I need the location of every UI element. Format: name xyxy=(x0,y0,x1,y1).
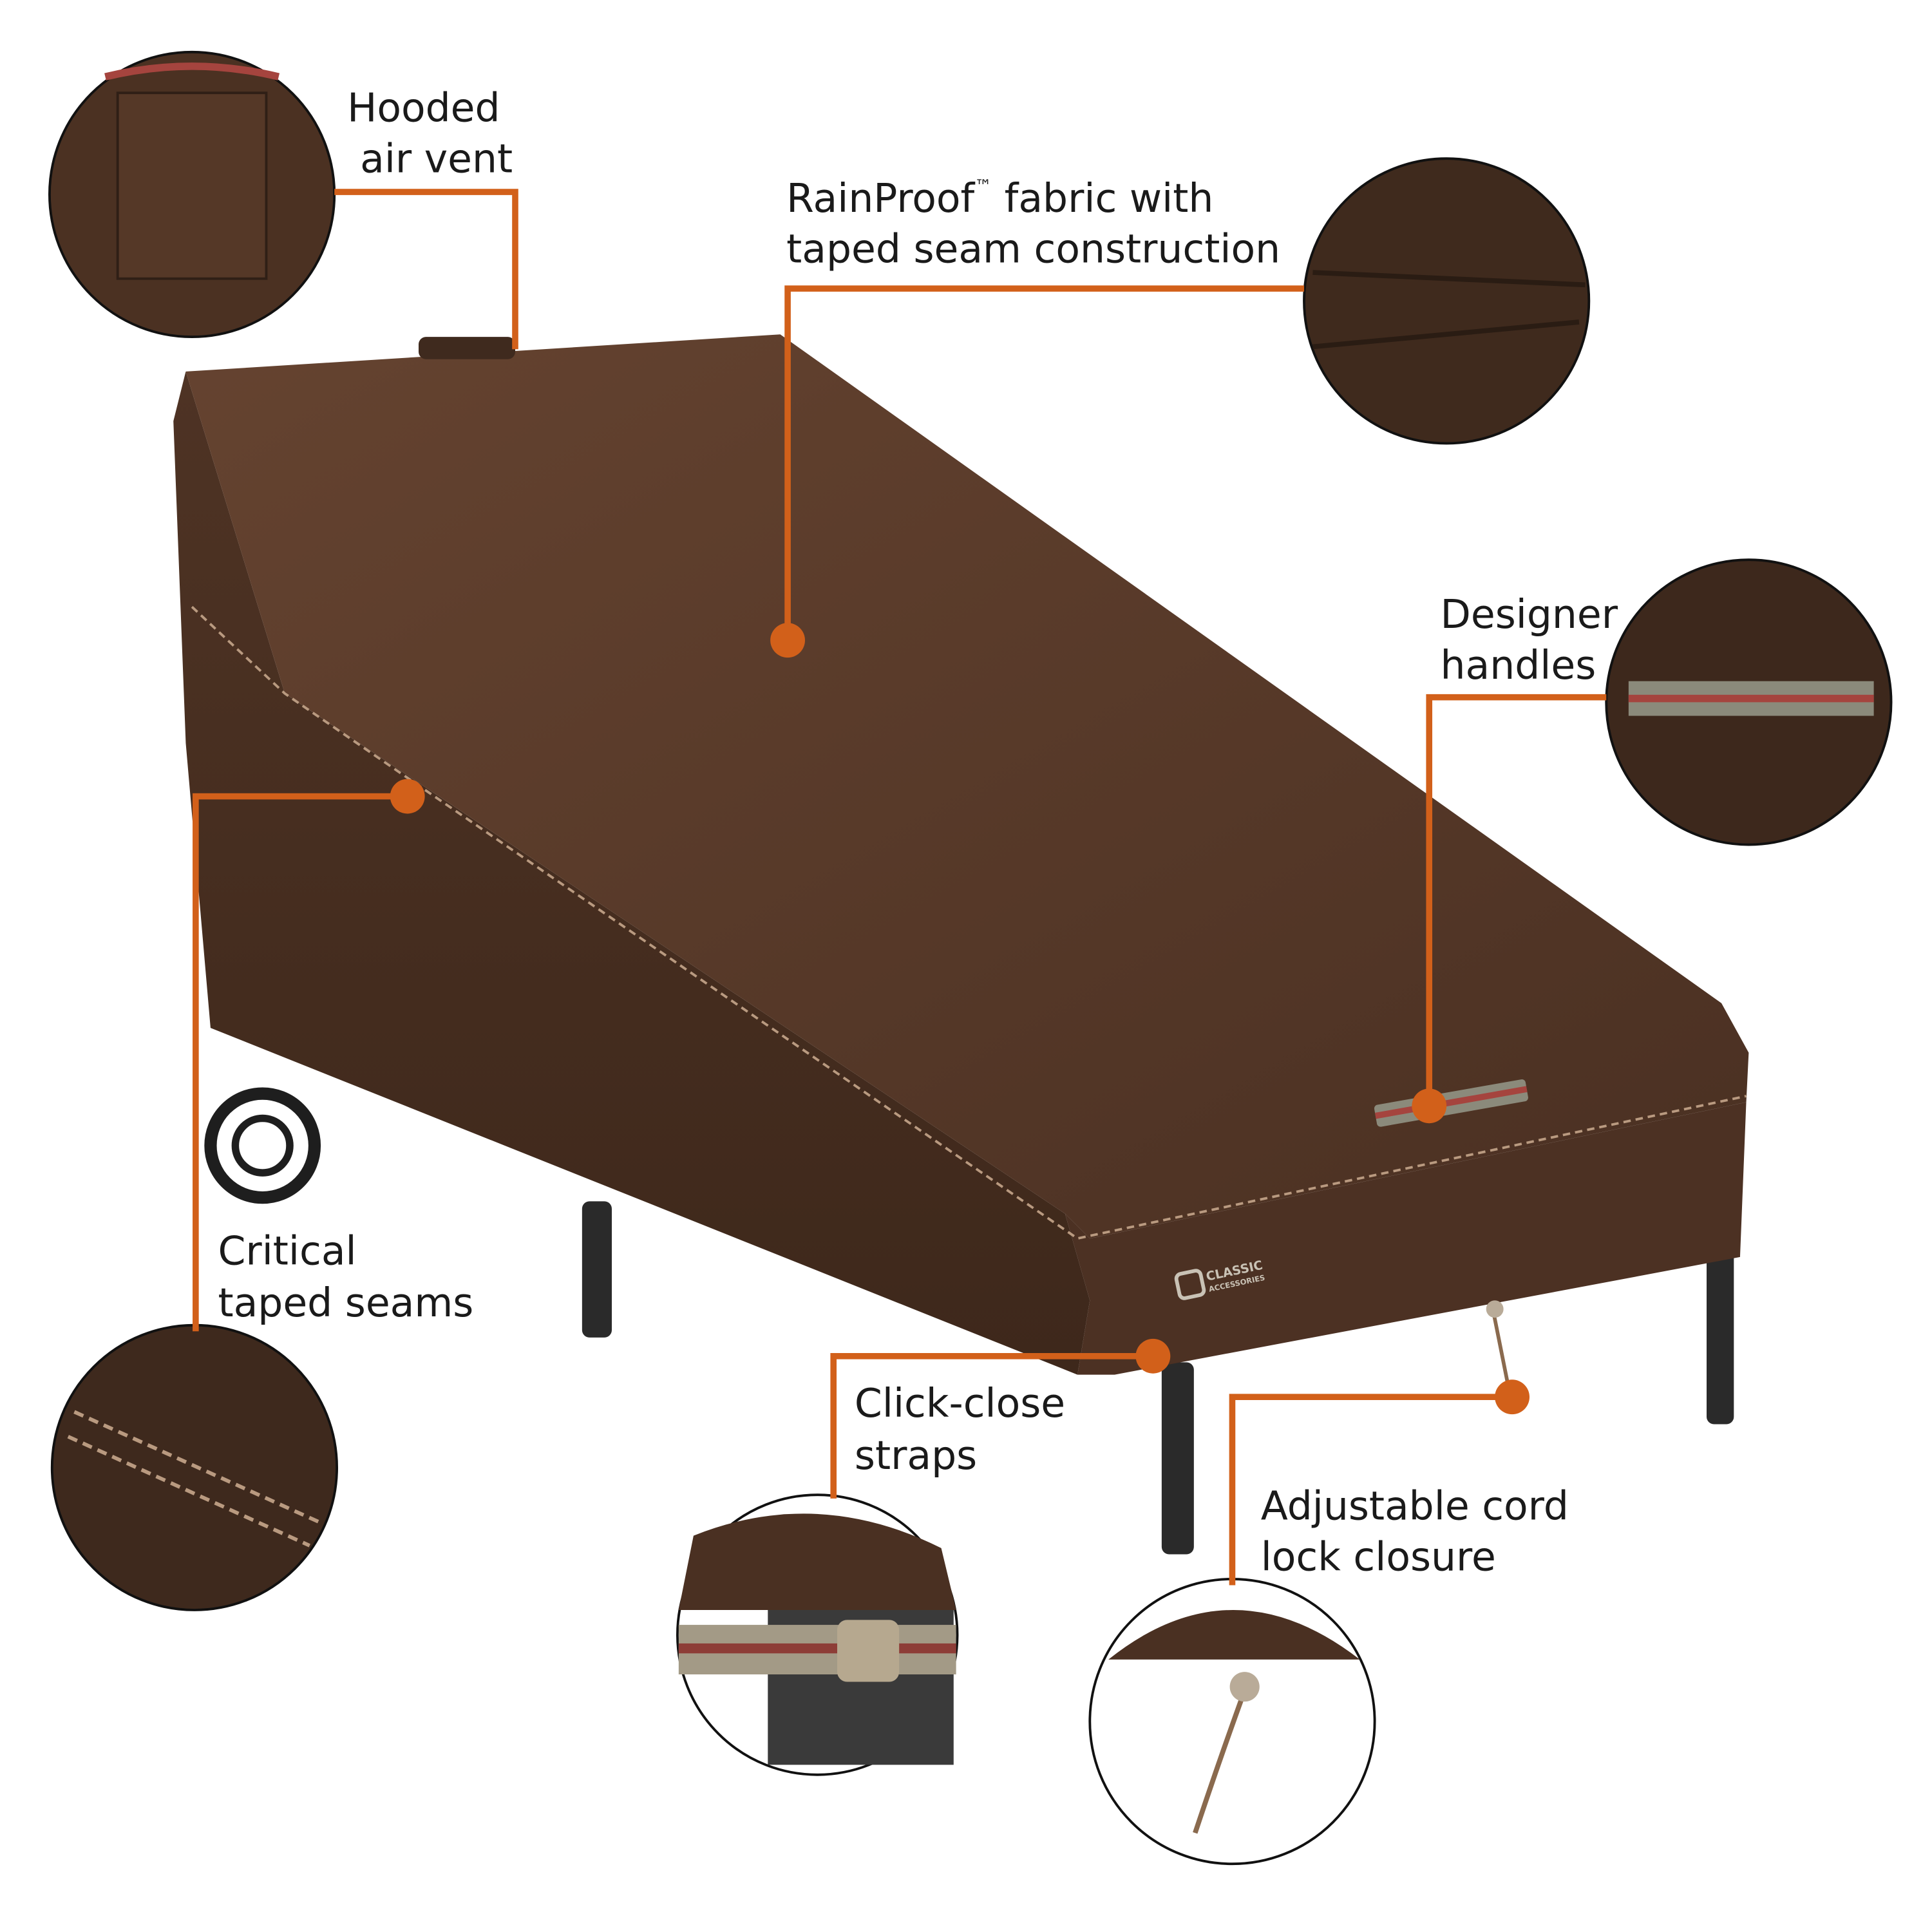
callout-line: Designer xyxy=(1441,591,1618,638)
callout-line: air vent xyxy=(360,135,513,182)
callout-line: Adjustable cord xyxy=(1261,1483,1569,1530)
legs xyxy=(582,1201,1734,1555)
callout-taped-seams: Critical taped seams xyxy=(218,1227,473,1326)
callout-line: handles xyxy=(1441,642,1596,688)
callout-air-vent: Hooded air vent xyxy=(347,84,513,182)
inset-cord-lock xyxy=(1088,1578,1376,1866)
callout-line: fabric with xyxy=(992,175,1213,222)
callout-designer-handles: Designer handles xyxy=(1441,591,1631,688)
leader-lines xyxy=(193,189,1607,1586)
callout-line: taped seams xyxy=(218,1280,473,1326)
callout-line: taped seam construction xyxy=(786,226,1280,272)
inset-taped-seams xyxy=(50,1323,338,1611)
chaise-lounge-cover: CLASSIC ACCESSORIES xyxy=(173,334,1749,1555)
inset-click-close-straps xyxy=(676,1493,959,1776)
callout-rainproof-fabric: RainProof™ fabric with taped seam constr… xyxy=(786,175,1280,272)
cover-front-skirt xyxy=(1065,1102,1747,1375)
callout-line: Hooded xyxy=(347,84,500,131)
wheel xyxy=(204,1087,321,1204)
callout-line: straps xyxy=(855,1432,977,1479)
cover-side-panel xyxy=(173,371,1090,1375)
seam-stitch xyxy=(191,605,1747,1240)
inset-air-vent xyxy=(48,50,336,338)
callout-cord-lock: Adjustable cord lock closure xyxy=(1261,1483,1582,1580)
inset-designer-handles xyxy=(1605,558,1893,846)
vent-hood xyxy=(419,337,515,359)
callout-click-close-straps: Click-close straps xyxy=(855,1380,1078,1479)
inset-rainproof-fabric xyxy=(1303,157,1591,445)
trademark: ™ xyxy=(974,176,992,196)
callout-line: RainProof xyxy=(786,175,975,222)
callout-line: Click-close xyxy=(855,1380,1065,1426)
callout-line: lock closure xyxy=(1261,1533,1496,1580)
cover-top-panel xyxy=(185,334,1749,1239)
callout-line: Critical xyxy=(218,1227,356,1274)
